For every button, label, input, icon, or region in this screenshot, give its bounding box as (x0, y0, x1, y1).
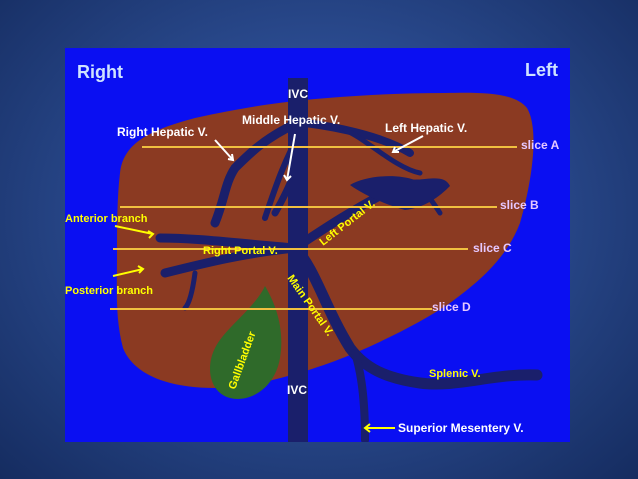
gallbladder-shape (210, 286, 282, 399)
left-portal-tip (350, 176, 450, 210)
superior-mesentery-label: Superior Mesentery V. (398, 421, 524, 435)
slice-label-c: slice C (473, 241, 512, 255)
posterior-branch-label: Posterior branch (65, 285, 153, 297)
corner-label-left: Left (525, 60, 558, 80)
ivc-vessel (288, 78, 308, 442)
liver-shape (116, 92, 534, 388)
white-arrows (214, 133, 424, 182)
slice-label-d: slice D (432, 300, 471, 314)
corner-label-right: Right (77, 62, 123, 82)
left-hepatic-label: Left Hepatic V. (385, 121, 467, 135)
ivc-label-bottom: IVC (287, 383, 307, 397)
right-portal-label: Right Portal V. (203, 245, 278, 257)
right-hepatic-label: Right Hepatic V. (117, 125, 208, 139)
ivc-label-top: IVC (288, 87, 308, 101)
middle-hepatic-label: Middle Hepatic V. (242, 113, 340, 127)
slice-lines (110, 146, 517, 310)
slice-label-a: slice A (521, 138, 560, 152)
anterior-branch-label: Anterior branch (65, 213, 148, 225)
slice-label-b: slice B (500, 198, 539, 212)
diagram-panel: Right Left IVC Middle Hepatic V. Right H… (65, 48, 570, 444)
liver-diagram: Right Left IVC Middle Hepatic V. Right H… (65, 60, 560, 444)
yellow-arrows (112, 225, 395, 433)
splenic-label: Splenic V. (429, 368, 481, 380)
